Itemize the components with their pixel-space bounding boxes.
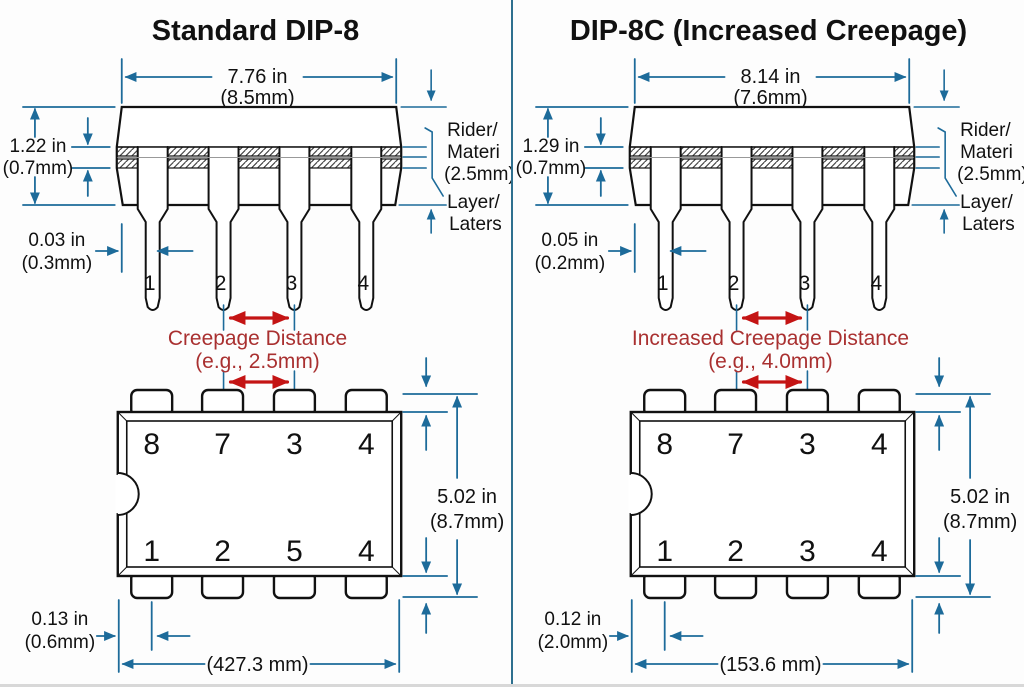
top-pin-number: 3 <box>799 535 816 568</box>
pin1-notch <box>629 472 653 516</box>
top-height-in: 5.02 in <box>437 486 497 508</box>
layer-label-line1: Rider/ <box>447 120 498 141</box>
side-view-drawing: 7.76 in (8.5mm) 1 2 3 4 <box>3 58 515 311</box>
top-pin-number: 3 <box>799 428 816 461</box>
top-pin-number: 7 <box>727 428 744 461</box>
pin-offset-mm: (0.6mm) <box>25 632 96 653</box>
side-view-pins <box>649 146 896 311</box>
top-pin-number: 2 <box>214 535 231 568</box>
body-height-dimension <box>402 357 478 634</box>
side-view-drawing: 8.14 in (7.6mm) 1 2 3 4 <box>516 58 1024 311</box>
top-pin-number: 4 <box>358 428 375 461</box>
top-pin-number: 1 <box>656 535 673 568</box>
side-height-mm: (0.7mm) <box>3 158 74 179</box>
standard-dip8-panel: Standard DIP-8 7.76 in (8.5mm) 1 2 <box>0 0 515 684</box>
top-height-mm: (8.7mm) <box>943 511 1017 533</box>
side-width-mm: (7.6mm) <box>733 87 807 109</box>
layer-label-line5: Laters <box>962 214 1015 235</box>
panel-title: Standard DIP-8 <box>152 15 359 47</box>
dip-package-diagram: DIP-8C (Increased Creepage) 8.14 in (7.6… <box>516 15 1024 676</box>
panel-divider <box>511 0 513 684</box>
top-height-in: 5.02 in <box>950 486 1010 508</box>
side-pin-number: 3 <box>286 272 298 295</box>
layer-label-line2: Materi <box>447 142 500 163</box>
side-width-mm: (8.5mm) <box>220 87 294 109</box>
pin-offset-in: 0.12 in <box>544 609 601 630</box>
lead-width-in: 0.03 in <box>28 230 85 251</box>
layer-label-line3: (2.5mm) <box>444 164 511 185</box>
lead-width-mm: (0.3mm) <box>22 253 93 274</box>
top-pin-number: 5 <box>286 535 303 568</box>
top-height-mm: (8.7mm) <box>430 511 504 533</box>
top-pin-number: 8 <box>656 428 673 461</box>
layer-label-line1: Rider/ <box>960 120 1011 141</box>
height-dimension <box>535 106 629 206</box>
creepage-label-line1: Creepage Distance <box>168 327 347 350</box>
side-pin-number: 4 <box>870 272 882 295</box>
side-pin-number: 1 <box>144 272 156 295</box>
top-pin-number: 4 <box>358 535 375 568</box>
bottom-dimensions <box>608 599 914 673</box>
creepage-label-line2: (e.g., 2.5mm) <box>195 350 320 373</box>
package-outline-outer <box>116 410 403 578</box>
lead-width-in: 0.05 in <box>541 230 598 251</box>
layer-label-line3: (2.5mm) <box>957 164 1024 185</box>
side-pin-number: 3 <box>799 272 811 295</box>
top-view-drawing: 8 7 3 4 1 2 5 4 5.02 in (8.7mm) <box>25 357 504 676</box>
side-pin-number: 4 <box>357 272 369 295</box>
panel-title: DIP-8C (Increased Creepage) <box>570 15 967 47</box>
dip8c-panel: DIP-8C (Increased Creepage) 8.14 in (7.6… <box>513 0 1024 684</box>
side-pin-number: 1 <box>657 272 669 295</box>
top-pin-number: 8 <box>143 428 160 461</box>
width-dimension <box>633 58 911 104</box>
pin-offset-mm: (2.0mm) <box>538 632 609 653</box>
bottom-dimensions <box>95 599 401 673</box>
layer-label-line5: Laters <box>449 214 502 235</box>
layer-label-line2: Materi <box>960 142 1013 163</box>
pin-offset-in: 0.13 in <box>31 609 88 630</box>
top-pin-number: 1 <box>143 535 160 568</box>
layer-callout <box>398 69 447 234</box>
side-pin-number: 2 <box>728 272 740 295</box>
height-dimension <box>22 106 116 206</box>
corner-mitres <box>117 411 402 577</box>
top-pin-number: 3 <box>286 428 303 461</box>
side-width-in: 8.14 in <box>741 66 801 88</box>
top-pin-number: 2 <box>727 535 744 568</box>
lead-width-dimension <box>94 223 194 273</box>
creepage-label-line1: Increased Creepage Distance <box>632 327 909 350</box>
side-height-in: 1.22 in <box>9 136 66 157</box>
layer-label-line4: Layer/ <box>960 192 1013 213</box>
layer-label-line4: Layer/ <box>447 192 500 213</box>
top-pin-number: 4 <box>871 535 888 568</box>
top-view-drawing: 8 7 3 4 1 2 3 4 5.02 in (8.7mm) <box>538 357 1017 676</box>
pin1-notch <box>116 472 140 516</box>
layer-callout <box>911 69 960 234</box>
side-pin-number: 2 <box>215 272 227 295</box>
side-height-in: 1.29 in <box>522 136 579 157</box>
creepage-annotation: Increased Creepage Distance (e.g., 4.0mm… <box>632 304 909 394</box>
side-height-mm: (0.7mm) <box>516 158 587 179</box>
corner-mitres <box>630 411 915 577</box>
width-dimension <box>120 58 398 104</box>
top-pin-number: 7 <box>214 428 231 461</box>
side-width-in: 7.76 in <box>228 66 288 88</box>
top-width-mm: (427.3 mm) <box>206 654 308 676</box>
creepage-annotation: Creepage Distance (e.g., 2.5mm) <box>168 304 347 394</box>
lead-width-mm: (0.2mm) <box>535 253 606 274</box>
top-view-pins <box>643 388 901 600</box>
top-pin-number: 4 <box>871 428 888 461</box>
creepage-label-line2: (e.g., 4.0mm) <box>708 350 833 373</box>
top-width-mm: (153.6 mm) <box>719 654 821 676</box>
body-height-dimension <box>915 357 991 634</box>
lead-width-dimension <box>607 223 707 273</box>
dip-package-diagram: Standard DIP-8 7.76 in (8.5mm) 1 2 <box>3 15 515 676</box>
